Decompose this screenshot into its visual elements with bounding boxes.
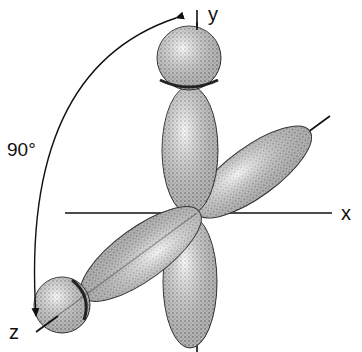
y-axis (196, 10, 198, 30)
axis-label: x (340, 203, 352, 223)
sphere-cap (157, 26, 221, 90)
orbital-lobe (162, 86, 218, 214)
angle-arc (35, 18, 176, 316)
axis-label: y (207, 4, 219, 24)
angle-label: 90° (6, 140, 37, 159)
z-axis (36, 316, 58, 332)
z-axis (38, 213, 197, 330)
axis-label: z (8, 322, 20, 342)
sphere-cap (34, 277, 90, 333)
